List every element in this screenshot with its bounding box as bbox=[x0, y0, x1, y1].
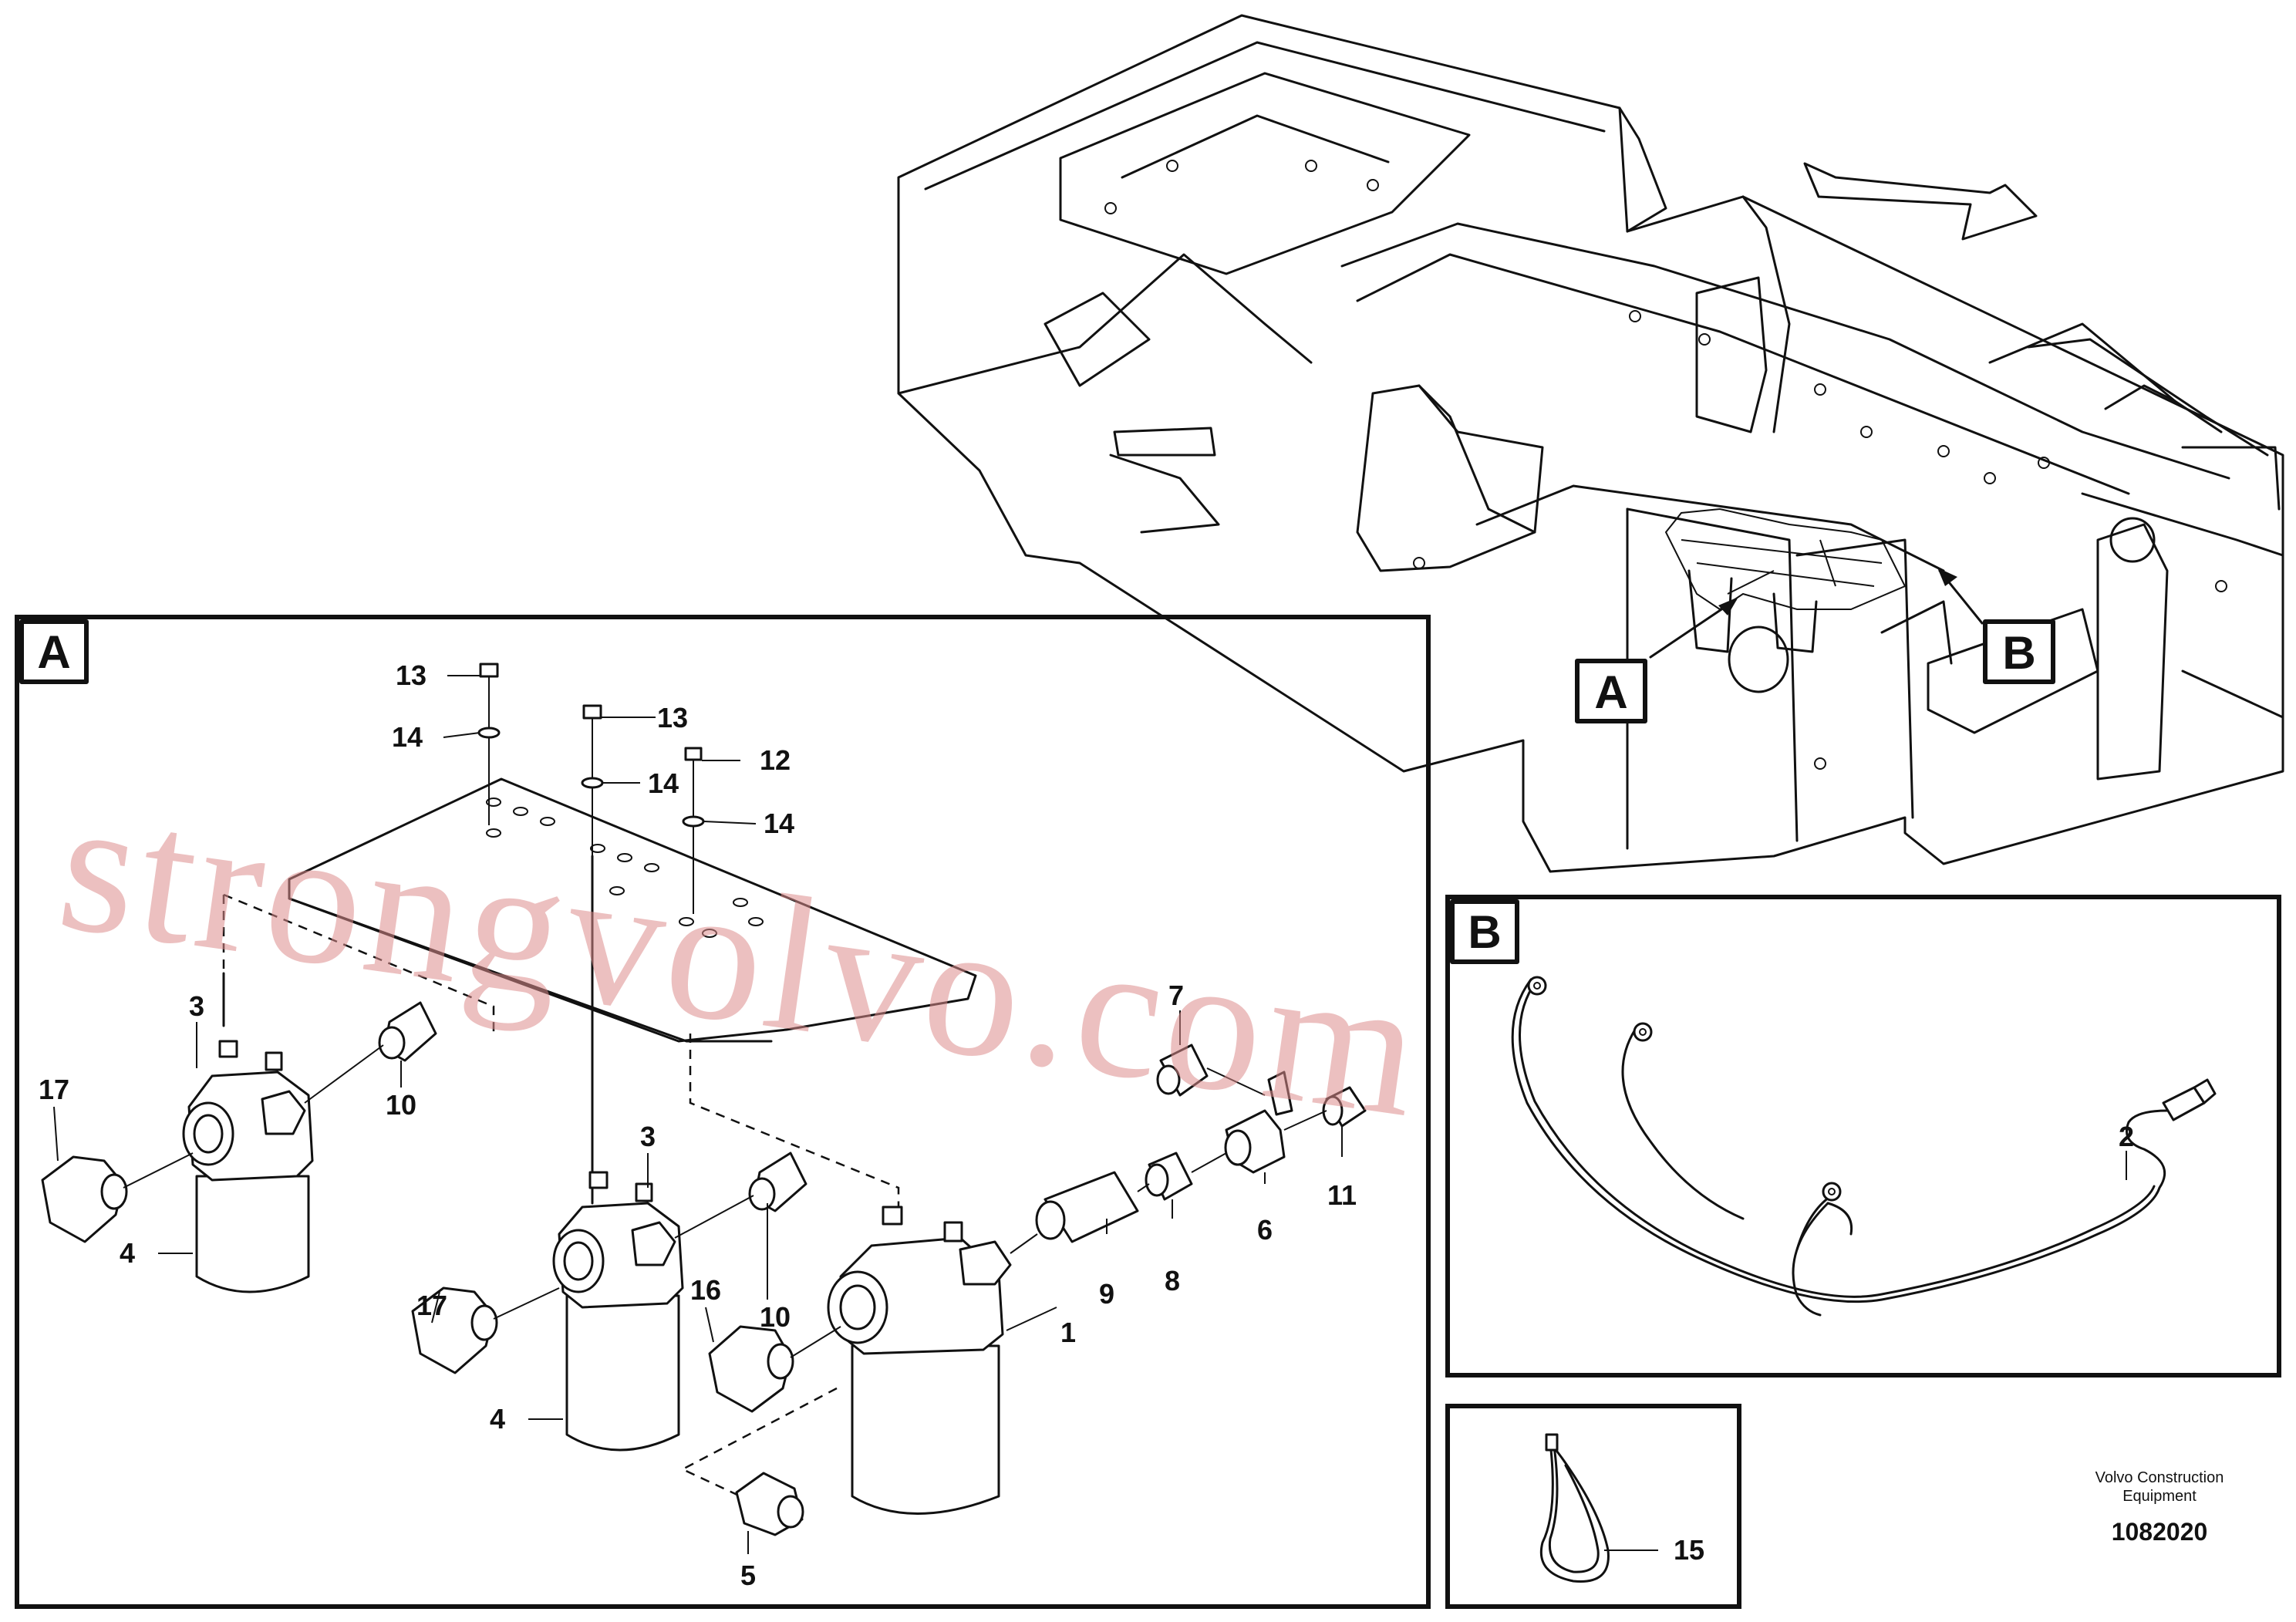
credit-line-2: Equipment bbox=[2122, 1488, 2197, 1505]
callout-14-c: 14 bbox=[764, 808, 794, 839]
sensor-9 bbox=[1010, 1171, 1139, 1254]
callout-2: 2 bbox=[2119, 1121, 2134, 1152]
detail-panel-cable-tie: 15 bbox=[1445, 1404, 1741, 1609]
callout-1: 1 bbox=[1060, 1317, 1076, 1348]
callout-11: 11 bbox=[1327, 1179, 1357, 1211]
svg-text:A: A bbox=[1594, 666, 1627, 718]
credit-line-1: Volvo Construction bbox=[2095, 1469, 2224, 1486]
detail-panel-a: A bbox=[15, 615, 1431, 1609]
frame-illustration bbox=[897, 14, 2284, 873]
main-tag-b: B bbox=[1983, 619, 2055, 684]
callout-9: 9 bbox=[1099, 1278, 1114, 1310]
callout-10-b: 10 bbox=[760, 1301, 791, 1333]
callout-13-b: 13 bbox=[657, 702, 688, 733]
document-number: 1082020 bbox=[2112, 1518, 2208, 1546]
fitting-7 bbox=[1156, 1044, 1266, 1097]
leader-main-a-arrow bbox=[1718, 597, 1738, 615]
panel-a-tag: A bbox=[37, 626, 70, 678]
fitting-5 bbox=[735, 1472, 804, 1536]
tee-6 bbox=[1191, 1071, 1293, 1174]
elbow-17-left bbox=[41, 1152, 194, 1243]
frame-holes bbox=[1104, 160, 2227, 770]
svg-text:B: B bbox=[2002, 627, 2035, 679]
leader-main-b-arrow bbox=[1937, 568, 1957, 586]
callout-5: 5 bbox=[740, 1560, 756, 1591]
fitting-8 bbox=[1137, 1152, 1193, 1201]
callout-3-b: 3 bbox=[640, 1121, 656, 1152]
callout-17-b: 17 bbox=[416, 1290, 447, 1321]
filter-1-right bbox=[827, 1206, 1012, 1515]
fitting-10-middle bbox=[674, 1152, 807, 1239]
callout-3-a: 3 bbox=[189, 990, 204, 1022]
callout-17-a: 17 bbox=[39, 1074, 69, 1105]
callout-12: 12 bbox=[760, 744, 791, 776]
filter-middle bbox=[552, 1171, 684, 1452]
callout-4-a: 4 bbox=[120, 1237, 135, 1269]
callout-6: 6 bbox=[1257, 1214, 1273, 1246]
panel-b-tag: B bbox=[1468, 906, 1501, 958]
callout-13-a: 13 bbox=[396, 659, 426, 691]
wire-harness-2 bbox=[1511, 976, 2217, 1317]
callout-15: 15 bbox=[1674, 1534, 1704, 1566]
callout-7: 7 bbox=[1168, 980, 1184, 1011]
fitting-10-left bbox=[304, 1001, 437, 1104]
leader-main-a bbox=[1649, 599, 1737, 659]
cable-tie-15 bbox=[1539, 1433, 1610, 1583]
filter-left bbox=[182, 1040, 314, 1293]
main-tag-a: A bbox=[1575, 659, 1647, 723]
callout-4-b: 4 bbox=[490, 1403, 505, 1435]
callout-8: 8 bbox=[1165, 1265, 1180, 1297]
elbow-16 bbox=[708, 1325, 841, 1413]
callout-14-a: 14 bbox=[392, 721, 423, 753]
elbow-17-middle bbox=[411, 1286, 560, 1374]
bolt-12-right bbox=[682, 747, 705, 914]
callout-14-b: 14 bbox=[648, 767, 679, 799]
bolt-13-left bbox=[477, 663, 501, 825]
plate-holes bbox=[486, 798, 764, 938]
callout-10-a: 10 bbox=[386, 1089, 416, 1121]
direction-arrow-icon bbox=[1803, 162, 2038, 241]
callout-16: 16 bbox=[690, 1274, 721, 1306]
fitting-11 bbox=[1283, 1086, 1367, 1131]
detail-panel-b: B 2 bbox=[1445, 895, 2281, 1378]
